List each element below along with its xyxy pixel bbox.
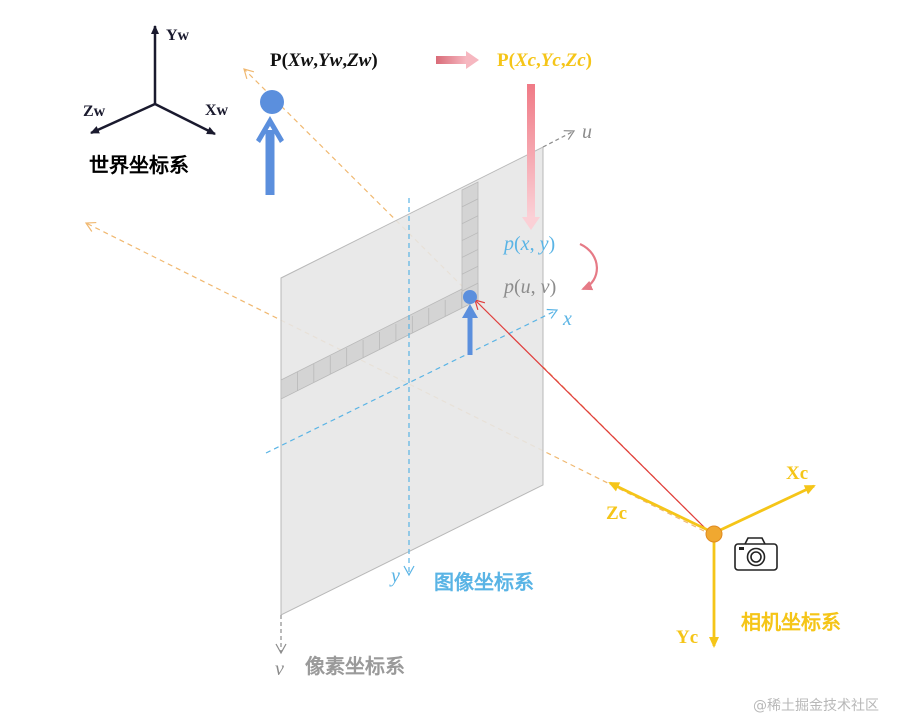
image-point-label: p(x, y) [502, 233, 555, 255]
transform-arrow-world-to-camera [436, 51, 479, 69]
camera-axis-z-label: Zc [606, 503, 627, 524]
camera-axis-y-label: Yc [676, 627, 698, 648]
world-axis-x-label: Xw [205, 102, 229, 119]
world-axis-z-label: Zw [83, 103, 106, 120]
image-axis-y-label: y [389, 565, 400, 587]
pixel-axis-u-label: u [582, 121, 592, 143]
projected-person-icon [462, 290, 478, 355]
image-title: 图像坐标系 [434, 570, 534, 594]
world-axis-z [90, 102, 156, 135]
camera-axis-x-label: Xc [786, 463, 808, 484]
world-axis-x [154, 102, 216, 136]
camera-origin [705, 525, 723, 543]
image-axis-x-label: x [562, 308, 572, 330]
transform-arrow-image-to-pixel [579, 242, 598, 291]
camera-axes [608, 481, 816, 648]
world-axis-y-label: Yw [166, 27, 190, 44]
world-axes [90, 25, 216, 136]
world-point-label: P(Xw,Yw,Zw) [270, 50, 378, 71]
pixel-grid [280, 181, 479, 400]
watermark: @稀土掘金技术社区 [753, 698, 879, 714]
world-person-icon [256, 90, 284, 195]
pixel-axis-v-label: v [275, 658, 284, 680]
camera-title: 相机坐标系 [741, 610, 841, 634]
transform-arrow-camera-to-image [522, 84, 540, 230]
camera-icon [734, 537, 778, 571]
camera-point-label: P(Xc,Yc,Zc) [497, 50, 592, 71]
pixel-point-label: p(u, v) [502, 276, 556, 298]
projection-ray [474, 299, 713, 536]
camera-axis-z [608, 481, 715, 535]
world-title: 世界坐标系 [89, 153, 189, 177]
pixel-axes [275, 130, 576, 655]
pixel-title: 像素坐标系 [305, 654, 405, 678]
pixel-axis-u [542, 130, 576, 148]
camera-axis-x [713, 484, 816, 535]
